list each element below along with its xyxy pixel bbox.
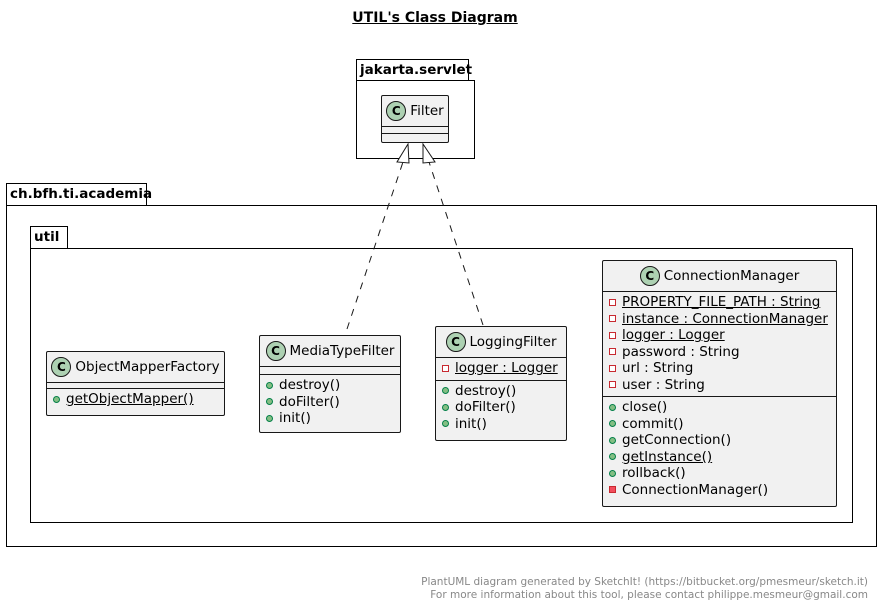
private-field-icon <box>609 348 616 356</box>
public-method-icon <box>442 420 449 428</box>
method-destroy[interactable]: destroy() <box>442 383 560 400</box>
class-c-icon: C <box>445 332 466 352</box>
package-name: jakarta.servlet <box>360 62 473 78</box>
public-method-icon <box>266 414 273 422</box>
field-password[interactable]: password : String <box>609 344 830 361</box>
public-method-icon <box>609 436 616 444</box>
package-tab-ch-bfh-ti-academia[interactable]: ch.bfh.ti.academia <box>6 183 152 206</box>
method-connection-manager-ctor[interactable]: ConnectionManager() <box>609 482 830 499</box>
class-name: ConnectionManager <box>663 268 800 284</box>
method-do-filter[interactable]: doFilter() <box>442 399 560 416</box>
package-name: ch.bfh.ti.academia <box>10 186 153 202</box>
class-name: Filter <box>410 103 444 119</box>
package-tab-jakarta-servlet[interactable]: jakarta.servlet <box>356 59 473 81</box>
fields-section: logger : Logger <box>436 358 566 380</box>
class-name: MediaTypeFilter <box>289 343 395 359</box>
method-get-instance[interactable]: getInstance() <box>609 449 830 466</box>
method-init[interactable]: init() <box>442 416 560 433</box>
package-name: util <box>34 229 60 245</box>
realization-arrowhead <box>396 142 410 164</box>
class-media-type-filter[interactable]: C MediaTypeFilter destroy() doFilter() i… <box>259 335 401 433</box>
fields-section: PROPERTY_FILE_PATH : String instance : C… <box>603 292 836 396</box>
footer-line-generated-by: PlantUML diagram generated by SketchIt! … <box>421 576 868 588</box>
diagram-title: UTIL's Class Diagram <box>352 10 518 26</box>
class-filter[interactable]: C Filter <box>381 95 449 143</box>
class-connection-manager[interactable]: C ConnectionManager PROPERTY_FILE_PATH :… <box>602 260 837 507</box>
field-property-file-path[interactable]: PROPERTY_FILE_PATH : String <box>609 294 830 311</box>
method-do-filter[interactable]: doFilter() <box>266 394 394 411</box>
class-header: C Filter <box>382 96 448 126</box>
realization-arrowhead <box>422 142 436 164</box>
field-user[interactable]: user : String <box>609 377 830 394</box>
public-method-icon <box>609 420 616 428</box>
methods-section: destroy() doFilter() init() <box>260 375 400 431</box>
class-name: ObjectMapperFactory <box>75 359 220 375</box>
method-rollback[interactable]: rollback() <box>609 465 830 482</box>
private-field-icon <box>609 315 616 323</box>
method-get-connection[interactable]: getConnection() <box>609 432 830 449</box>
class-header: C ConnectionManager <box>603 261 836 291</box>
public-method-icon <box>442 403 449 411</box>
class-c-icon: C <box>265 341 286 361</box>
class-header: C MediaTypeFilter <box>260 336 400 366</box>
private-field-icon <box>609 298 616 306</box>
realization-line <box>428 161 484 326</box>
method-close[interactable]: close() <box>609 399 830 416</box>
package-tab-util[interactable]: util <box>30 226 68 249</box>
methods-section: close() commit() getConnection() getInst… <box>603 397 836 502</box>
package-jakarta-servlet <box>356 80 475 159</box>
method-get-object-mapper[interactable]: getObjectMapper() <box>53 391 218 408</box>
class-c-icon: C <box>386 101 407 121</box>
public-method-icon <box>53 395 60 403</box>
footer-line-contact: For more information about this tool, pl… <box>430 589 868 601</box>
class-c-icon: C <box>639 266 660 286</box>
methods-section: destroy() doFilter() init() <box>436 381 566 437</box>
field-url[interactable]: url : String <box>609 360 830 377</box>
public-method-icon <box>609 469 616 477</box>
class-header: C LoggingFilter <box>436 327 566 357</box>
private-field-icon <box>609 331 616 339</box>
private-field-icon <box>609 364 616 372</box>
private-field-icon <box>609 381 616 389</box>
class-object-mapper-factory[interactable]: C ObjectMapperFactory getObjectMapper() <box>46 351 225 416</box>
method-destroy[interactable]: destroy() <box>266 377 394 394</box>
public-method-icon <box>266 381 273 389</box>
class-header: C ObjectMapperFactory <box>47 352 224 382</box>
class-logging-filter[interactable]: C LoggingFilter logger : Logger destroy(… <box>435 326 567 441</box>
field-logger[interactable]: logger : Logger <box>442 360 560 377</box>
method-init[interactable]: init() <box>266 410 394 427</box>
class-name: LoggingFilter <box>469 334 557 350</box>
public-method-icon <box>442 387 449 395</box>
realization-media-type-filter-to-filter[interactable] <box>346 142 410 330</box>
public-method-icon <box>609 453 616 461</box>
public-method-icon <box>609 403 616 411</box>
public-method-icon <box>266 398 273 406</box>
methods-section: getObjectMapper() <box>47 389 224 412</box>
class-c-icon: C <box>51 357 72 377</box>
realization-logging-filter-to-filter[interactable] <box>422 142 484 326</box>
private-constructor-icon <box>609 486 616 494</box>
method-commit[interactable]: commit() <box>609 416 830 433</box>
realization-line <box>346 161 404 330</box>
field-logger[interactable]: logger : Logger <box>609 327 830 344</box>
private-field-icon <box>442 364 449 372</box>
footer-credits: PlantUML diagram generated by SketchIt! … <box>421 576 868 602</box>
field-instance[interactable]: instance : ConnectionManager <box>609 311 830 328</box>
